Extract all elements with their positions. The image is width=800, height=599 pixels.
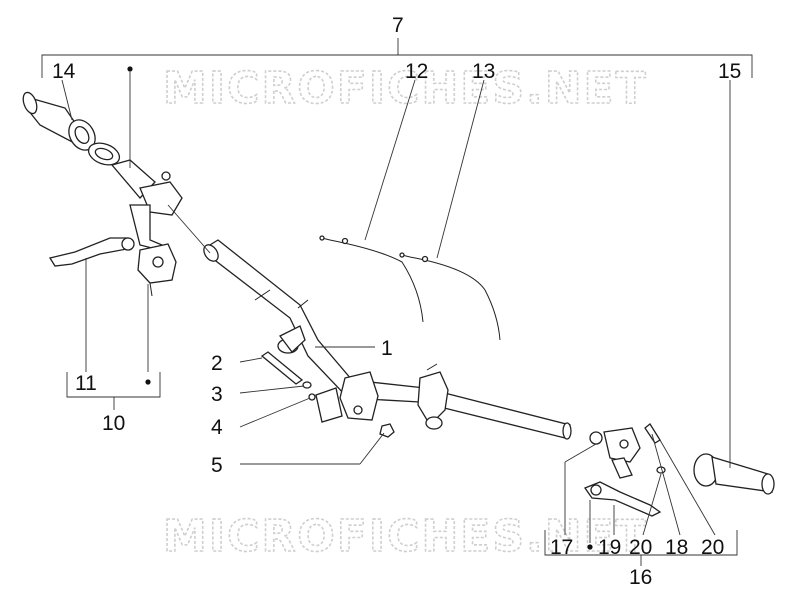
washer-3 xyxy=(302,381,312,389)
callout-10: 10 xyxy=(102,412,125,435)
callout-7: 7 xyxy=(392,14,404,37)
callout-5: 5 xyxy=(211,454,223,477)
bracket-10 xyxy=(66,372,161,410)
right-brake-lever xyxy=(583,481,662,517)
dot-10 xyxy=(145,379,151,385)
left-washer xyxy=(87,142,121,166)
left-brake-lever xyxy=(48,237,135,267)
callout-3: 3 xyxy=(211,383,223,406)
callout-1: 1 xyxy=(381,337,393,360)
watermark-bottom: MICROFICHES.NET xyxy=(163,511,648,562)
handlebar-tube xyxy=(203,239,572,440)
right-clamp xyxy=(417,363,449,430)
left-grip xyxy=(22,91,96,151)
dot-16 xyxy=(587,544,593,550)
dot-top xyxy=(127,66,133,72)
callout-2: 2 xyxy=(211,352,223,375)
cable-12 xyxy=(319,235,424,323)
right-collar xyxy=(589,431,603,445)
bolt-2 xyxy=(260,351,304,385)
callout-15: 15 xyxy=(718,60,741,83)
callout-17: 17 xyxy=(550,536,573,559)
bracket-16 xyxy=(544,530,738,566)
callout-19: 19 xyxy=(598,536,621,559)
callout-12: 12 xyxy=(405,60,428,83)
central-bracket xyxy=(315,371,379,423)
left-master-cylinder xyxy=(137,243,177,297)
cable-13 xyxy=(399,252,501,341)
callout-18: 18 xyxy=(665,536,688,559)
right-grip xyxy=(693,453,775,495)
callout-14: 14 xyxy=(52,60,76,83)
callout-20b: 20 xyxy=(701,536,724,559)
callout-20a: 20 xyxy=(629,536,652,559)
callout-4: 4 xyxy=(211,416,223,439)
callout-16: 16 xyxy=(629,566,652,589)
leader-lines xyxy=(61,72,731,543)
bracket-7 xyxy=(41,38,753,78)
callout-13: 13 xyxy=(472,60,495,83)
watermark-top: MICROFICHES.NET xyxy=(163,63,648,114)
throttle-housing xyxy=(129,171,183,251)
right-master-cylinder xyxy=(603,427,641,479)
washer-4 xyxy=(308,393,316,401)
upper-clamp xyxy=(277,325,306,354)
callout-11: 11 xyxy=(75,372,97,395)
right-screws xyxy=(644,423,666,474)
